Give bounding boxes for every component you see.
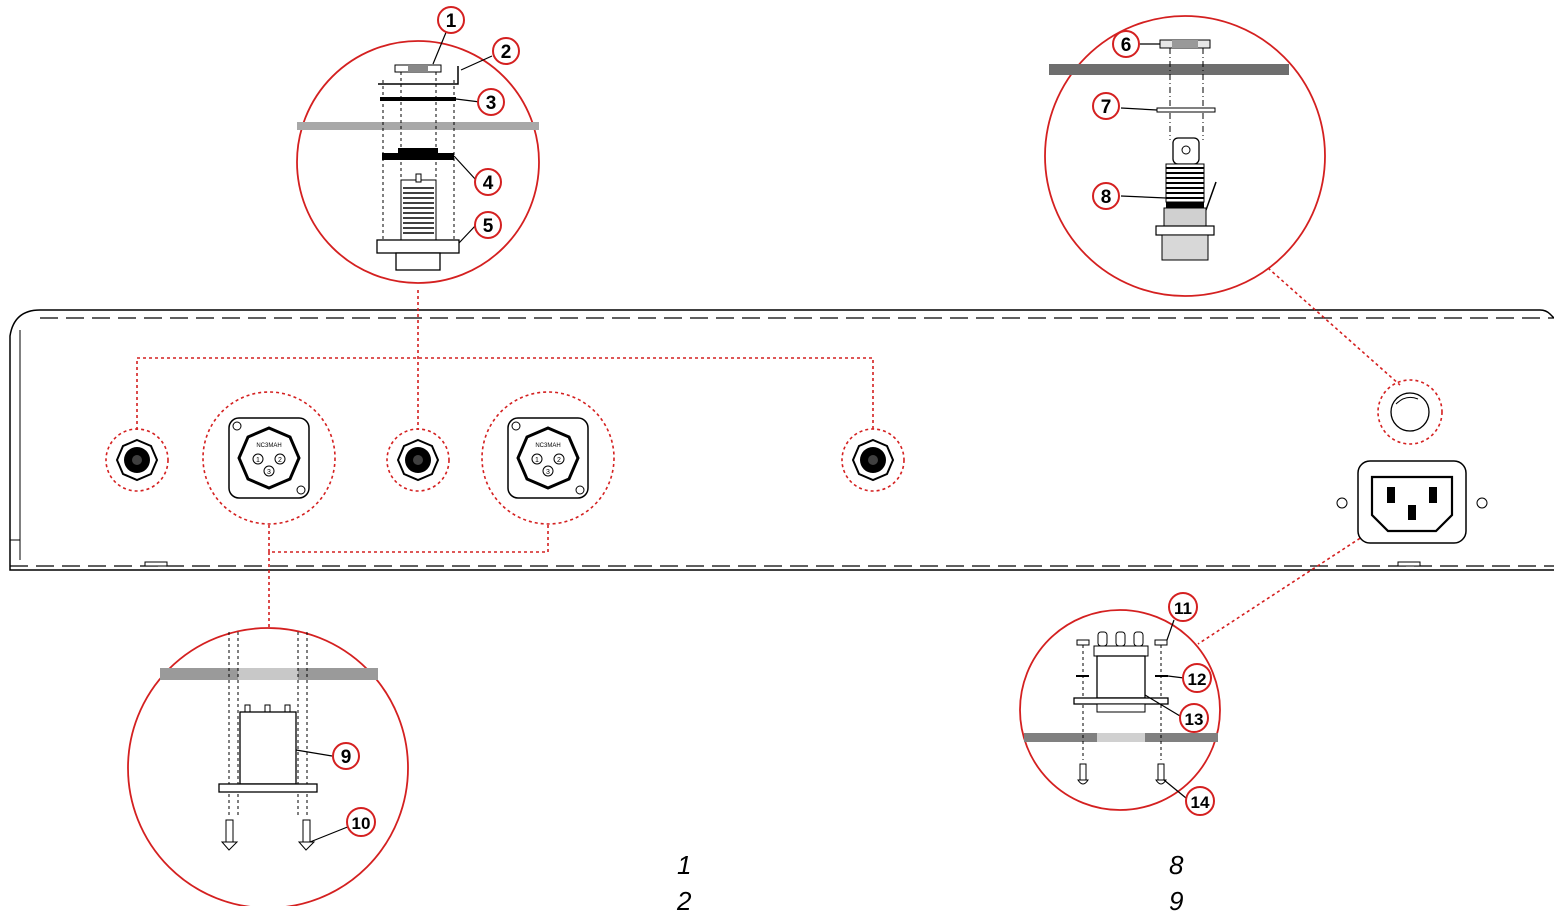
callout-label: 14: [1191, 793, 1210, 812]
detail-ground-assembly: [1044, 15, 1326, 297]
callout-14: 14: [1185, 786, 1215, 816]
footer-number-left-bottom: 2: [677, 886, 692, 916]
xlr-pin-label: 1: [535, 457, 539, 464]
footer-number-right-top: 8: [1169, 850, 1184, 880]
callout-10: 10: [346, 807, 376, 837]
connector-leader-lines: [136, 267, 1401, 645]
jack-connector-left: [105, 428, 169, 492]
rear-panel: [9, 309, 1554, 571]
detail-power-inlet-assembly: [1019, 609, 1221, 811]
callout-label: 3: [486, 93, 497, 114]
callout-label: 4: [483, 173, 494, 194]
footer-number-left-top: 1: [677, 850, 692, 880]
callout-7: 7: [1092, 92, 1120, 120]
callout-leaders: [295, 29, 1187, 843]
callout-label: 6: [1121, 35, 1132, 56]
callout-label: 7: [1101, 97, 1112, 118]
callout-4: 4: [474, 168, 502, 196]
detail-xlr-assembly: [127, 627, 409, 906]
callout-label: 8: [1101, 187, 1112, 208]
callout-8: 8: [1092, 182, 1120, 210]
jack-connector-middle: [386, 428, 450, 492]
xlr-pin-label: 3: [546, 469, 550, 476]
xlr-connector-left: NC3MAH 1 2 3: [202, 391, 336, 525]
callout-label: 2: [501, 42, 512, 63]
callout-1: 1: [437, 6, 465, 34]
callout-label: 13: [1185, 710, 1204, 729]
callout-13: 13: [1179, 703, 1209, 733]
callout-2: 2: [492, 37, 520, 65]
callout-6: 6: [1112, 30, 1140, 58]
callout-label: 12: [1188, 670, 1207, 689]
callout-label: 5: [483, 216, 494, 237]
xlr-pin-label: 2: [278, 457, 282, 464]
callout-3: 3: [477, 88, 505, 116]
footer-number-right-bottom: 9: [1169, 886, 1184, 916]
ground-terminal: [1377, 379, 1443, 445]
xlr-connector-right: NC3MAH 1 2 3: [481, 391, 615, 525]
xlr-pin-label: 3: [267, 469, 271, 476]
callout-9: 9: [332, 742, 360, 770]
callout-label: 1: [446, 11, 457, 32]
jack-connector-right: [841, 428, 905, 492]
callout-11: 11: [1168, 592, 1198, 622]
callout-label: 11: [1174, 599, 1192, 618]
callout-5: 5: [474, 211, 502, 239]
xlr-part-label: NC3MAH: [256, 443, 281, 449]
xlr-part-label: NC3MAH: [535, 443, 560, 449]
callout-12: 12: [1182, 663, 1212, 693]
iec-power-inlet: [1336, 460, 1488, 544]
xlr-pin-label: 2: [557, 457, 561, 464]
detail-jack-assembly: [296, 40, 540, 284]
callout-label: 9: [341, 747, 352, 768]
callout-label: 10: [352, 814, 371, 833]
xlr-pin-label: 1: [256, 457, 260, 464]
callouts: 1 2 3 4 5 6 7 8 9 10 11 12 13 14: [332, 6, 1215, 837]
